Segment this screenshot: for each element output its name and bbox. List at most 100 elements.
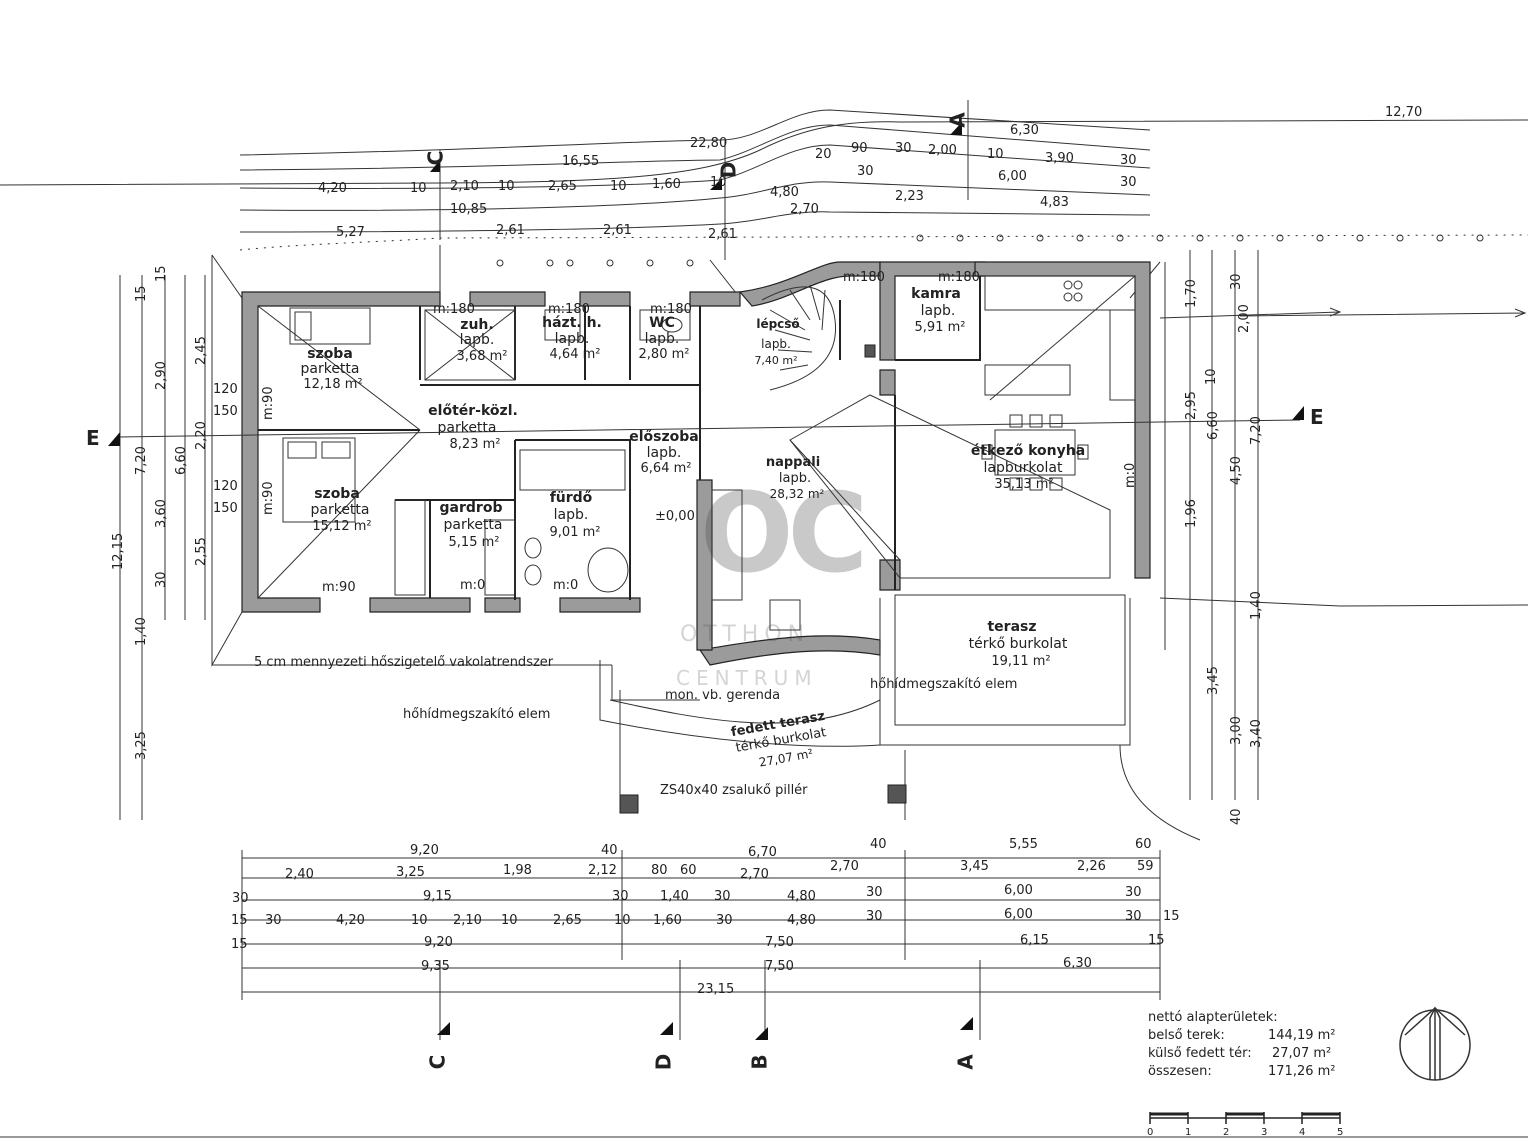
dim-label: 6,30 — [1010, 123, 1039, 138]
section-e-right: E — [1310, 405, 1324, 429]
dim-label: 2,61 — [708, 227, 737, 242]
dim-label: 6,70 — [748, 845, 777, 860]
room-material: parketta — [300, 361, 360, 377]
dim-label: 40 — [1229, 808, 1244, 825]
dim-label: 2,45 — [194, 336, 209, 365]
room-material: lapb. — [920, 303, 956, 319]
dim-label: 2,70 — [740, 867, 769, 882]
dim-label: 30 — [1125, 885, 1142, 900]
room-material: lapb. — [644, 331, 680, 347]
scale-label: 5 — [1337, 1127, 1344, 1138]
dim-label: 30 — [1229, 273, 1244, 290]
dim-label: 1,40 — [660, 889, 689, 904]
dim-label: 9,20 — [410, 843, 439, 858]
dim-label: 40 — [601, 843, 618, 858]
room-material: lapb. — [761, 337, 791, 351]
dim-label: 2,00 — [1237, 304, 1252, 333]
dim-label: 10 — [1204, 368, 1219, 385]
dim-label: 59 — [1137, 859, 1154, 874]
room-name: zuh. — [460, 317, 494, 333]
summary-label: belső terek: — [1148, 1028, 1225, 1043]
dim-label: 16,55 — [562, 154, 600, 169]
dim-label: 2,10 — [450, 179, 479, 194]
dim-label: 4,80 — [787, 889, 816, 904]
room-material: lapb. — [778, 471, 812, 486]
dim-label: 30 — [895, 141, 912, 156]
room-material: lapb. — [459, 332, 495, 348]
dim-label: 9,15 — [423, 889, 452, 904]
dim-label: 2,55 — [194, 537, 209, 566]
dim-label: 5,27 — [336, 225, 365, 240]
opening-label: m:180 — [433, 302, 475, 317]
dim-label: 1,60 — [652, 177, 681, 192]
dim-label: 120 — [213, 479, 238, 494]
dim-label: 15 — [134, 285, 149, 302]
dim-label: 120 — [213, 382, 238, 397]
room-name: WC — [649, 315, 675, 331]
dim-label: 150 — [213, 404, 238, 419]
section-a-bottom: A — [953, 1054, 978, 1070]
dim-label: 1,40 — [134, 617, 149, 646]
dim-label: 2,70 — [790, 202, 819, 217]
dim-label: 22,80 — [690, 136, 728, 151]
dim-label: 1,60 — [653, 913, 682, 928]
dim-label: 6,60 — [1206, 411, 1221, 440]
opening-label: m:0 — [1123, 462, 1138, 488]
scale-label: 4 — [1299, 1127, 1306, 1138]
dim-label: 4,83 — [1040, 195, 1069, 210]
room-name: kamra — [911, 286, 961, 302]
opening-label: m:180 — [843, 270, 885, 285]
dim-label: 30 — [154, 571, 169, 588]
room-area: 9,01 m² — [549, 525, 601, 540]
dim-label: 150 — [213, 501, 238, 516]
opening-label: m:90 — [322, 580, 356, 595]
section-c-bottom: C — [425, 1054, 450, 1070]
section-a-top: A — [945, 112, 970, 128]
room-name: gardrob — [439, 500, 503, 516]
watermark-line2: CENTRUM — [676, 666, 818, 690]
north-arrow-icon — [1400, 1010, 1470, 1080]
dim-label: 10 — [614, 913, 631, 928]
room-area: 15,12 m² — [312, 519, 372, 534]
dim-label: 15 — [231, 937, 248, 952]
watermark-line1: OTTHON — [680, 622, 811, 647]
dim-label: 9,35 — [421, 959, 450, 974]
dim-label: 6,60 — [174, 446, 189, 475]
room-name: szoba — [307, 346, 353, 362]
dim-label: 10 — [987, 147, 1004, 162]
room-area: 12,18 m² — [303, 377, 363, 392]
dim-label: 20 — [815, 147, 832, 162]
dim-label: 4,50 — [1229, 456, 1244, 485]
dim-label: 15 — [1148, 933, 1165, 948]
section-d-bottom: D — [651, 1053, 676, 1071]
dim-label: 2,61 — [603, 223, 632, 238]
room-name: szoba — [314, 486, 360, 502]
dim-label: 2,26 — [1077, 859, 1106, 874]
summary-value: 27,07 m² — [1272, 1046, 1332, 1061]
room-area: 5,91 m² — [914, 320, 966, 335]
thermal-break-right-note: hőhídmegszakító elem — [870, 677, 1018, 692]
dim-label: 30 — [1125, 909, 1142, 924]
dim-label: 2,61 — [496, 223, 525, 238]
room-material: parketta — [310, 502, 370, 518]
dim-label: 1,70 — [1184, 279, 1199, 308]
room-area: 19,11 m² — [991, 654, 1051, 669]
dim-label: 2,12 — [588, 863, 617, 878]
room-material: lapb. — [554, 331, 590, 347]
room-name: fürdő — [549, 490, 593, 506]
dim-label: 4,20 — [336, 913, 365, 928]
dim-label: 6,00 — [1004, 883, 1033, 898]
room-material: lapburkolat — [983, 460, 1063, 476]
room-name: étkező konyha — [970, 443, 1086, 459]
dim-label: 9,20 — [424, 935, 453, 950]
room-material: parketta — [443, 517, 503, 533]
room-area: 8,23 m² — [449, 437, 501, 452]
dim-label: 3,25 — [134, 731, 149, 760]
section-e-left: E — [86, 426, 100, 450]
room-area: 28,32 m² — [769, 487, 825, 501]
dim-label: 30 — [1120, 153, 1137, 168]
dim-label: 30 — [866, 909, 883, 924]
dim-label: 2,10 — [453, 913, 482, 928]
dim-label: 6,00 — [1004, 907, 1033, 922]
dim-label: 30 — [866, 885, 883, 900]
